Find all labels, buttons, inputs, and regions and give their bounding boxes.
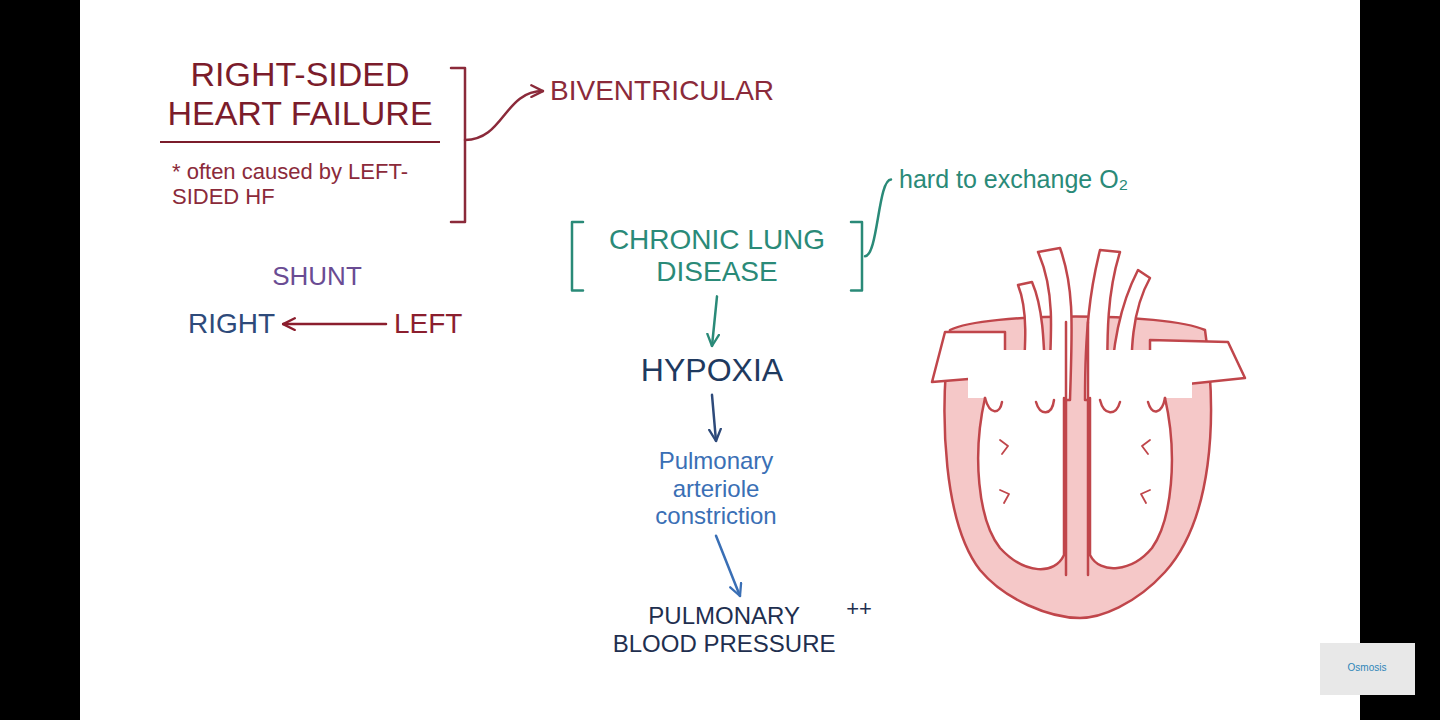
cause-text: CHRONIC LUNG DISEASE — [597, 224, 837, 288]
bracket-side — [851, 222, 862, 290]
flow-arrow — [465, 91, 543, 140]
bracket-side — [572, 222, 583, 290]
watermark: Osmosis — [1348, 662, 1387, 674]
flow-arrow — [865, 179, 891, 256]
result-label: BIVENTRICULAR — [546, 73, 778, 109]
side-label: RIGHT — [184, 306, 279, 342]
step-label: HYPOXIA — [637, 350, 787, 391]
term-text: BIVENTRICULAR — [550, 75, 774, 107]
bracket-outline — [569, 220, 865, 292]
group-label: SHUNT — [272, 262, 362, 292]
note-text: * often caused by LEFT-SIDED HF — [160, 159, 428, 210]
step-label: Pulmonary arteriole constriction — [627, 445, 805, 532]
side-bar — [0, 0, 80, 720]
heading-group: RIGHT-SIDED HEART FAILURE * often caused … — [160, 35, 465, 245]
step-text: HYPOXIA — [641, 352, 783, 389]
flow-arrow — [712, 395, 716, 441]
heading-text: RIGHT-SIDED HEART FAILURE — [160, 55, 440, 143]
watermark-box — [1320, 643, 1415, 695]
flow-arrow — [283, 323, 386, 326]
note-label: hard to exchange O₂ — [895, 163, 1132, 196]
side-text: LEFT — [394, 308, 462, 340]
step-text: PULMONARY BLOOD PRESSURE — [608, 602, 840, 657]
step-text: Pulmonary arteriole constriction — [631, 447, 801, 530]
group-bracket — [451, 68, 465, 222]
flow-arrow — [712, 296, 717, 346]
increase-mark: ++ — [846, 596, 872, 621]
side-bar — [1360, 0, 1440, 720]
result-label: PULMONARY BLOOD PRESSURE++ — [604, 600, 876, 659]
note-text: hard to exchange O₂ — [899, 165, 1128, 194]
heart-drawing — [932, 248, 1245, 618]
cause-box: CHRONIC LUNG DISEASE — [569, 220, 865, 292]
flow-arrow — [716, 536, 740, 596]
side-label: LEFT — [390, 306, 466, 342]
side-text: RIGHT — [188, 308, 275, 340]
